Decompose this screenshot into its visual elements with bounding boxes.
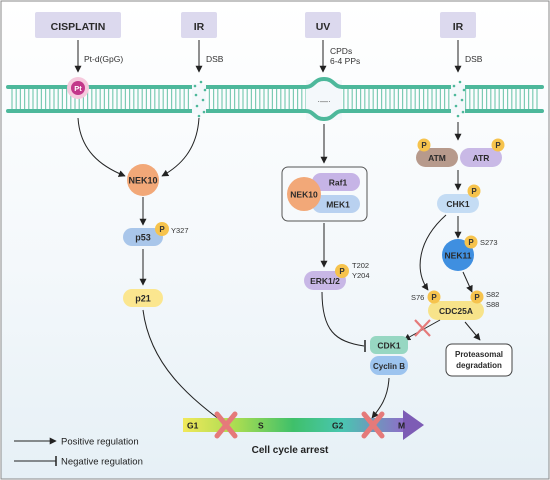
phase-g2: G2	[332, 421, 344, 431]
nek11-phospho	[464, 235, 478, 249]
arrow-cdc25a-to-degradation	[464, 321, 481, 341]
site-s273: S273	[480, 238, 498, 247]
cyclin-b-label: Cyclin B	[373, 362, 405, 371]
p53-node	[123, 228, 163, 246]
p21-label: p21	[135, 294, 151, 304]
note-dsb-left: DSB	[206, 54, 224, 64]
cdc25a-node	[428, 301, 484, 320]
erk12-node	[304, 271, 346, 290]
nek10-left-node	[127, 164, 159, 196]
nek11-node	[442, 239, 474, 271]
arrow-ir-to-nek10	[161, 117, 200, 177]
site-y204: Y204	[352, 271, 370, 280]
mek1-label: MEK1	[326, 200, 350, 210]
inhibit-erk-to-cdk1	[321, 291, 365, 347]
raf1-node	[312, 173, 360, 191]
cdc25a-label: CDC25A	[439, 306, 473, 316]
p53-phospho-label: P	[159, 225, 165, 234]
label-box-uv	[305, 12, 341, 38]
atr-label: ATR	[473, 153, 490, 163]
site-s82: S82	[486, 290, 499, 299]
site-y327: Y327	[171, 226, 189, 235]
chk1-label: CHK1	[446, 199, 469, 209]
erk-phospho	[335, 264, 349, 278]
arrest-x-g1s	[214, 411, 238, 439]
chk1-phospho-label: P	[471, 187, 477, 196]
label-box-ir-right	[440, 12, 476, 38]
dsb-break-left	[192, 80, 207, 118]
cdc25a-phospho-s76	[427, 290, 441, 304]
label-ir-left: IR	[194, 21, 205, 33]
site-t202: T202	[352, 261, 369, 270]
cell-cycle-bar	[183, 410, 424, 440]
chk1-node	[437, 194, 479, 213]
mek1-node	[312, 195, 360, 213]
note-6-4-pps: 6-4 PPs	[330, 56, 360, 66]
erk-phospho-label: P	[339, 267, 345, 276]
nek10-complex-label: NEK10	[290, 190, 318, 200]
atm-phospho-label: P	[421, 141, 427, 150]
nek10-raf1-mek1-complex	[281, 166, 368, 222]
chk1-phospho	[467, 184, 481, 198]
atr-phospho-label: P	[495, 141, 501, 150]
inhibit-p21-to-g1s	[142, 309, 229, 427]
erk12-label: ERK1/2	[310, 276, 340, 286]
arrow-nek11-to-cdc25a	[462, 271, 473, 293]
cyclin-b-node	[370, 356, 408, 375]
arrow-chk1-to-cdc25a	[419, 214, 447, 291]
phase-m: M	[398, 421, 405, 431]
raf1-label: Raf1	[329, 178, 348, 188]
legend-positive-label: Positive regulation	[61, 437, 139, 448]
cdk1-label: CDK1	[377, 341, 400, 351]
pt-label: Pt	[74, 84, 82, 93]
cdc25a-phospho-s82	[470, 290, 484, 304]
cell-cycle-arrest-caption: Cell cycle arrest	[252, 445, 329, 456]
label-cisplatin: CISPLATIN	[51, 21, 106, 33]
atm-node	[416, 148, 458, 167]
block-x-cdc25a-cdk1	[414, 319, 431, 337]
note-cpds: CPDs	[330, 46, 352, 56]
proteasomal-line1: Proteasomal	[455, 350, 503, 359]
p53-label: p53	[135, 233, 151, 243]
nek11-phospho-label: P	[468, 238, 474, 247]
cdc25a-phospho-s76-label: P	[431, 293, 437, 302]
label-box-ir-left	[181, 12, 217, 38]
nek11-label: NEK11	[445, 251, 472, 261]
arrest-x-g2m	[361, 411, 385, 439]
cdc25a-phospho-s82-label: P	[474, 293, 480, 302]
arrow-cdk1-to-g2m	[371, 377, 390, 419]
cdk1-node	[370, 336, 408, 354]
pt-adduct	[71, 81, 85, 95]
atm-phospho	[417, 138, 431, 152]
note-dsb-right: DSB	[465, 54, 483, 64]
label-uv: UV	[316, 21, 331, 33]
p21-node	[123, 289, 163, 307]
label-box-cisplatin	[35, 12, 121, 38]
note-pt-gpg: Pt-d(GpG)	[84, 54, 123, 64]
atr-node	[460, 148, 502, 167]
nek10-complex-node	[287, 177, 321, 211]
proteasomal-line2: degradation	[456, 361, 502, 370]
dsb-break-right	[451, 80, 466, 118]
nek10-left-label: NEK10	[128, 176, 157, 186]
svg-text:·—·: ·—·	[317, 97, 330, 106]
legend-negative-label: Negative regulation	[61, 457, 143, 468]
p53-phospho	[155, 222, 169, 236]
site-s88: S88	[486, 300, 499, 309]
arrow-cisplatin-to-nek10	[77, 117, 126, 177]
label-ir-right: IR	[453, 21, 464, 33]
proteasomal-degradation-box	[445, 343, 513, 377]
site-s76: S76	[411, 293, 424, 302]
phase-s: S	[258, 421, 264, 431]
atr-phospho	[491, 138, 505, 152]
atm-label: ATM	[428, 153, 446, 163]
phase-g1: G1	[187, 421, 199, 431]
